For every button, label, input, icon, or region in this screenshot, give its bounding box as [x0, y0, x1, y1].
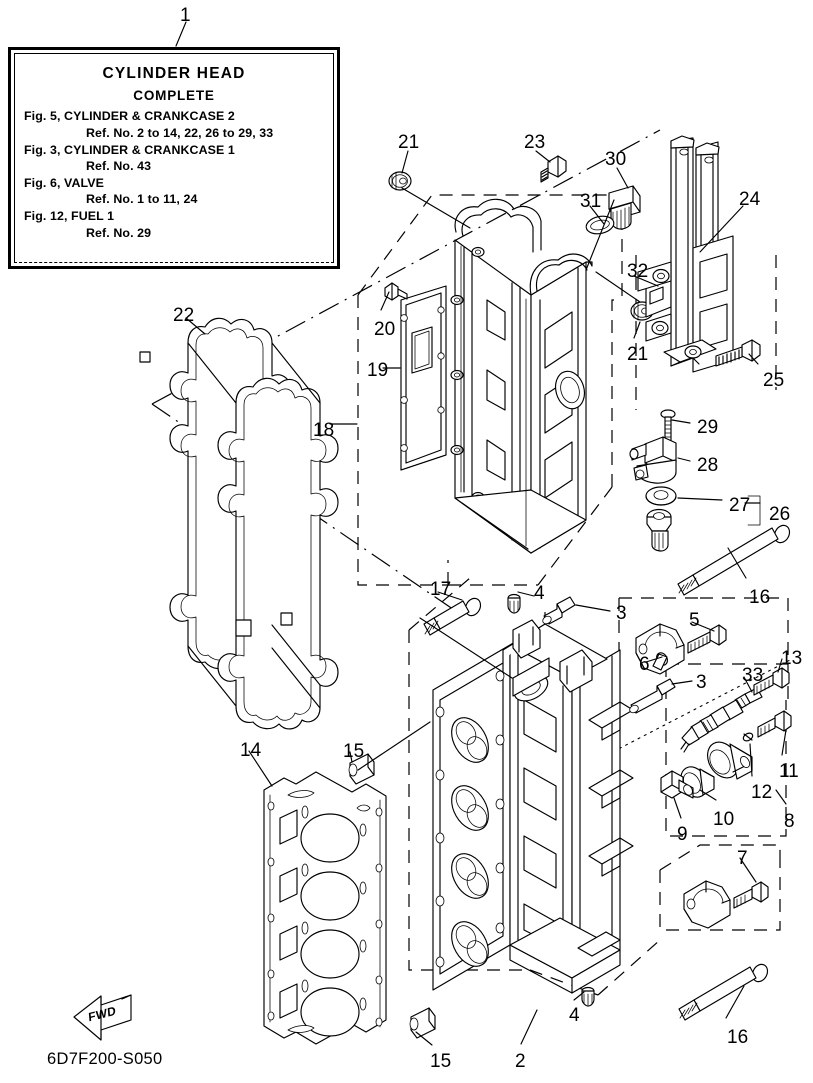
part-7-bolt [733, 881, 769, 909]
part-3-dowel-pin-upper [542, 596, 576, 625]
bracket-26-27 [747, 495, 761, 526]
part-27-washer [645, 486, 677, 506]
part-30-oil-filler-cap [608, 185, 641, 230]
callout-number-2-cylinder-head: 2 [515, 1051, 526, 1072]
callout-number-23-bolt-cover: 23 [524, 132, 546, 153]
title-block-inner: CYLINDER HEAD COMPLETE Fig. 5, CYLINDER … [14, 53, 334, 263]
part-26-plug-assembly [646, 508, 672, 552]
part-5-bolt [687, 624, 727, 654]
part-21-grommet-left [388, 171, 412, 191]
reference-figure-3: Fig. 6, VALVE [24, 175, 105, 190]
callout-number-30-oil-filler-cap: 30 [605, 149, 627, 170]
part-16-bolt-lower [678, 963, 769, 1021]
part-15-dowel-upper [348, 753, 375, 785]
part-12-washer [742, 732, 754, 742]
reference-ref-2: Ref. No. 43 [86, 159, 152, 174]
callout-number-6-dowel-pin-bearing: 6 [639, 654, 650, 675]
part-22-head-cover-gasket [139, 317, 339, 730]
part-18-cylinder-head-cover [450, 198, 593, 554]
part-28-thermo-switch-body [629, 436, 677, 484]
group-boundary-cylinder-head [408, 577, 661, 996]
callout-number-21-grommet-upper-left: 21 [398, 132, 420, 153]
part-4-plug-lower [581, 986, 595, 1007]
part-3-dowel-pin-lower [629, 678, 676, 714]
callout-number-7-bolt-clamp-bracket: 7 [737, 848, 748, 869]
callout-number-21-grommet-right: 21 [627, 344, 649, 365]
callout-number-33-spark-plug: 33 [742, 665, 764, 686]
callout-number-11-bolt-water-fitting: 11 [779, 761, 799, 782]
part-6-dowel-pin [652, 652, 668, 671]
part-13-bolt [753, 667, 790, 696]
reference-ref-1: Ref. No. 2 to 14, 22, 26 to 29, 33 [86, 125, 274, 140]
title-heading: CYLINDER HEAD [102, 65, 246, 82]
part-9-plug [660, 770, 694, 799]
part-24-bracket [637, 135, 734, 373]
callout-number-20-bolt-cover-plate: 20 [374, 319, 396, 340]
callout-number-29-bolt-thermostat: 29 [697, 417, 719, 438]
callout-number-1-cylinder-head-complete-assembly: 1 [180, 5, 191, 26]
part-23-bolt [540, 155, 567, 183]
reference-figure-4: Fig. 12, FUEL 1 [24, 209, 115, 224]
group-boundary-fittings [618, 597, 789, 931]
callout-number-9-plug-water-jacket: 9 [677, 824, 688, 845]
callout-number-3-dowel-pin-lower: 3 [696, 672, 707, 693]
part-16-bolt-upper [677, 524, 791, 596]
callout-number-24-bracket-harness: 24 [739, 189, 761, 210]
callout-number-26-thermo-unit-assembly: 26 [769, 504, 791, 525]
part-4-plug-upper [507, 593, 521, 614]
callout-number-28-thermo-switch-body: 28 [697, 455, 719, 476]
part-14-cylinder-head-gasket [263, 771, 387, 1045]
part-15-dowel-lower [409, 1007, 436, 1039]
leader-callout-1 [175, 21, 187, 47]
callout-number-18-head-cover: 18 [313, 420, 335, 441]
fwd-arrow-icon [73, 994, 132, 1041]
title-block: CYLINDER HEAD COMPLETE Fig. 5, CYLINDER … [8, 47, 340, 269]
callout-number-22-gasket-head-cover: 22 [173, 305, 195, 326]
callout-number-5-bolt-bearing-cap: 5 [689, 610, 700, 631]
callout-number-3-dowel-pin-upper: 3 [616, 603, 627, 624]
callout-number-4-plug-lower: 4 [569, 1005, 580, 1026]
group-boundary-head-cover [357, 194, 623, 586]
callout-number-32-clamp-plate: 32 [627, 261, 649, 282]
callout-number-16-bolt-head-long-lower: 16 [727, 1027, 749, 1048]
callout-number-4-plug-upper: 4 [534, 583, 545, 604]
reference-figure-2: Fig. 3, CYLINDER & CRANKCASE 1 [24, 142, 235, 157]
callout-number-16-bolt-head-long-upper: 16 [749, 587, 771, 608]
part-19-cover-plate [400, 285, 447, 471]
callout-number-17-bolt-head-cover: 17 [430, 579, 452, 600]
callout-number-31-o-ring-filler-cap: 31 [580, 191, 602, 212]
callout-number-12-washer-fitting: 12 [751, 782, 773, 803]
sheet-code: 6D7F200-S050 [47, 1050, 163, 1068]
leader-lines [185, 150, 787, 1046]
callout-number-14-gasket-cylinder-head: 14 [240, 740, 262, 761]
part-11-bolt [757, 710, 792, 738]
part-2-cylinder-head [432, 612, 634, 994]
part-33-spark-plug [680, 687, 763, 753]
part-29-bolt [660, 409, 676, 445]
reference-ref-4: Ref. No. 29 [86, 225, 152, 240]
clamp-bracket-lower [683, 880, 731, 929]
callout-number-19-cover-plate: 19 [367, 360, 389, 381]
callout-number-8-water-outlet-assembly: 8 [784, 811, 795, 832]
reference-figure-1: Fig. 5, CYLINDER & CRANKCASE 2 [24, 109, 235, 124]
callout-number-13-bolt-fitting: 13 [781, 648, 803, 669]
callout-number-27-washer: 27 [729, 495, 751, 516]
reference-ref-3: Ref. No. 1 to 11, 24 [86, 192, 198, 207]
callout-number-15-dowel-pin-head-upper: 15 [343, 741, 365, 762]
callout-number-25-bolt-bracket: 25 [763, 370, 785, 391]
part-20-bolt [384, 282, 408, 301]
part-17-bolt [423, 597, 482, 636]
callout-number-10-seal-water-fitting: 10 [713, 809, 735, 830]
callout-number-15-dowel-pin-head-lower: 15 [430, 1051, 452, 1072]
part-25-bolt [715, 339, 761, 367]
title-subheading: COMPLETE [133, 88, 215, 104]
part-8-water-outlet [707, 741, 753, 780]
